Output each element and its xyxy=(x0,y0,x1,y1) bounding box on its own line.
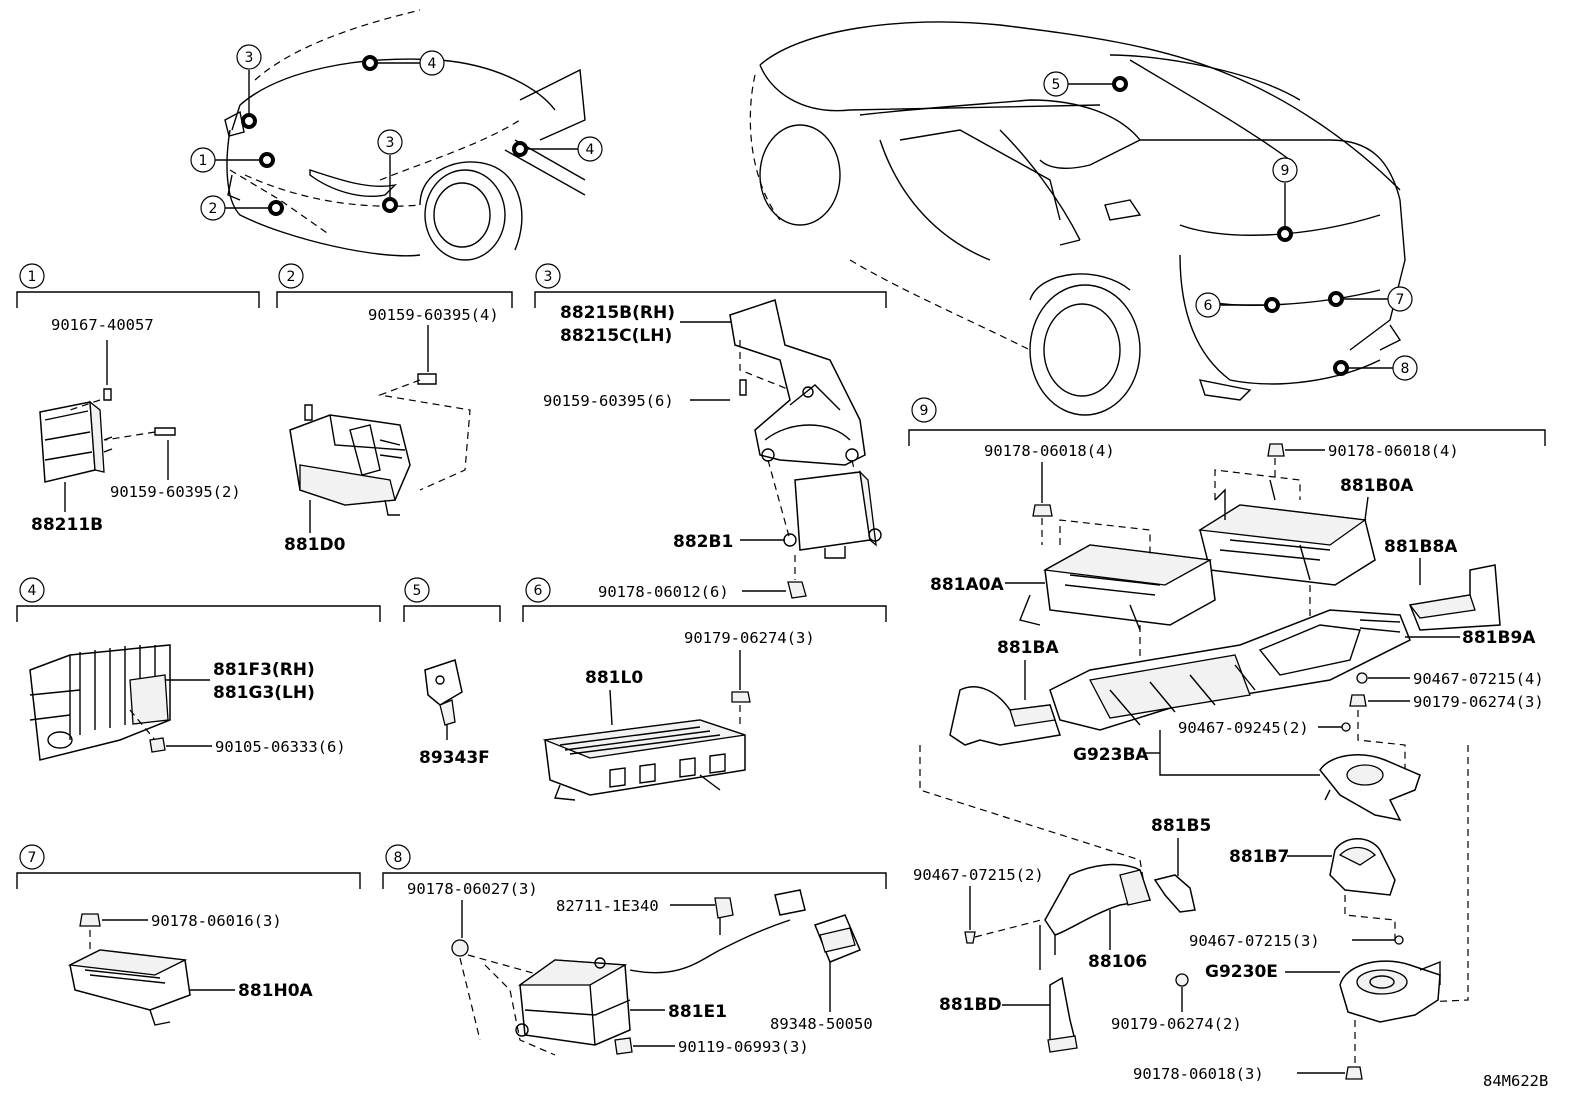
callout-5: 5 xyxy=(1052,77,1061,93)
callout-4a: 4 xyxy=(428,56,437,72)
part-number-881A0A: 881A0A xyxy=(930,575,1004,595)
section-2-number: 2 xyxy=(287,269,296,285)
part-number-90178-06012-6: 90178-06012(6) xyxy=(598,583,729,601)
callout-8: 8 xyxy=(1401,361,1410,377)
part-number-881BD: 881BD xyxy=(939,995,1002,1015)
part-number-G9230E: G9230E xyxy=(1205,962,1278,982)
front-car-view: 3 4 1 2 3 4 xyxy=(190,9,603,261)
part-number-89348-50050: 89348-50050 xyxy=(770,1015,873,1033)
section-9-number: 9 xyxy=(920,403,929,419)
part-number-881B8A: 881B8A xyxy=(1384,537,1458,557)
part-number-90159-60395-4: 90159-60395(4) xyxy=(368,306,499,324)
part-number-881B9A: 881B9A xyxy=(1462,628,1536,648)
part-G923BA-drawing[interactable] xyxy=(1319,754,1421,822)
part-881B5-drawing[interactable] xyxy=(1153,874,1196,913)
part-number-881F3-RH: 881F3(RH) xyxy=(213,660,315,680)
callout-7: 7 xyxy=(1396,292,1405,308)
part-number-88211B: 88211B xyxy=(31,515,103,535)
section-5: 5 89343F xyxy=(403,577,501,768)
part-881B8A-duct-drawing[interactable] xyxy=(1408,564,1501,631)
part-number-90179-06274-3: 90179-06274(3) xyxy=(684,629,815,647)
part-number-90178-06018-4-right: 90178-06018(4) xyxy=(1328,442,1459,460)
section-6-number: 6 xyxy=(534,583,543,599)
part-air-duct-main-drawing[interactable] xyxy=(1049,609,1411,731)
section-8-number: 8 xyxy=(394,850,403,866)
part-number-881D0: 881D0 xyxy=(284,535,346,555)
part-881E1-drawing[interactable] xyxy=(515,957,631,1046)
section-3-number: 3 xyxy=(544,269,553,285)
callout-3b: 3 xyxy=(386,135,395,151)
part-number-90167-40057: 90167-40057 xyxy=(51,316,154,334)
part-881L0-drawing[interactable] xyxy=(542,719,746,801)
part-number-881B5: 881B5 xyxy=(1151,816,1211,836)
part-881B0A-drawing[interactable] xyxy=(1198,479,1376,586)
section-2: 2 90159-60395(4) 881D0 xyxy=(276,263,513,555)
part-number-90178-06016-3: 90178-06016(3) xyxy=(151,912,282,930)
part-882B1-drawing[interactable] xyxy=(783,470,882,559)
part-881F3-drawing[interactable] xyxy=(29,644,171,761)
part-number-90119-06993-3: 90119-06993(3) xyxy=(678,1038,809,1056)
section-7: 7 90178-06016(3) 881H0A xyxy=(16,844,361,1026)
part-number-G923BA: G923BA xyxy=(1073,745,1149,765)
part-881H0A-drawing[interactable] xyxy=(67,949,191,1026)
part-881D0-drawing[interactable] xyxy=(289,404,411,516)
part-88215B-bracket-drawing[interactable] xyxy=(729,299,866,466)
section-3: 3 88215B(RH) 88215C(LH) 90159-60395(6) 8… xyxy=(534,263,887,601)
part-number-881H0A: 881H0A xyxy=(238,981,314,1001)
part-number-881B7: 881B7 xyxy=(1229,847,1289,867)
part-881B7-duct-drawing[interactable] xyxy=(1329,838,1396,896)
part-89343F-drawing[interactable] xyxy=(424,659,463,726)
callout-2: 2 xyxy=(209,201,218,217)
part-number-90179-06274-3-b: 90179-06274(3) xyxy=(1413,693,1544,711)
part-89348-50050-sensor-drawing[interactable] xyxy=(774,889,861,963)
section-4-number: 4 xyxy=(28,583,37,599)
section-5-number: 5 xyxy=(413,583,422,599)
section-7-number: 7 xyxy=(28,850,37,866)
part-number-881G3-LH: 881G3(LH) xyxy=(213,683,315,703)
section-6: 6 90179-06274(3) 881L0 xyxy=(522,577,887,801)
callout-1: 1 xyxy=(199,153,208,169)
part-number-90467-07215-4: 90467-07215(4) xyxy=(1413,670,1544,688)
part-G9230E-blower-drawing[interactable] xyxy=(1339,960,1441,1023)
callout-9: 9 xyxy=(1281,163,1290,179)
part-number-90178-06018-3: 90178-06018(3) xyxy=(1133,1065,1264,1083)
part-881BD-duct-drawing[interactable] xyxy=(1047,976,1078,1053)
part-number-881BA: 881BA xyxy=(997,638,1059,658)
callout-6: 6 xyxy=(1204,298,1213,314)
callout-4b: 4 xyxy=(586,142,595,158)
part-number-89343F: 89343F xyxy=(419,748,490,768)
part-number-88215C-LH: 88215C(LH) xyxy=(560,326,672,346)
part-number-90159-60395-6: 90159-60395(6) xyxy=(543,392,674,410)
part-881BA-duct-drawing[interactable] xyxy=(949,686,1061,746)
part-number-82711-1E340: 82711-1E340 xyxy=(556,897,659,915)
section-8: 8 90178-06027(3) 82711-1E340 89348-50050… xyxy=(382,844,887,1056)
part-number-90467-09245-2: 90467-09245(2) xyxy=(1178,719,1309,737)
section-4: 4 881F3(RH) 881G3(LH) 90105-06333(6) xyxy=(16,577,381,761)
part-number-90179-06274-2: 90179-06274(2) xyxy=(1111,1015,1242,1033)
rear-car-view: 5 9 6 7 8 xyxy=(749,21,1418,416)
part-number-90178-06027-3: 90178-06027(3) xyxy=(407,880,538,898)
part-number-90159-60395-2: 90159-60395(2) xyxy=(110,483,241,501)
section-9: 9 90178-06018(4) 90178-06018(4) 881B0A 8… xyxy=(908,397,1546,1083)
part-88211B-drawing[interactable] xyxy=(39,400,113,483)
callout-3a: 3 xyxy=(245,50,254,66)
part-number-90105-06333-6: 90105-06333(6) xyxy=(215,738,346,756)
part-number-882B1: 882B1 xyxy=(673,532,733,552)
section-1-number: 1 xyxy=(28,269,37,285)
part-number-88106: 88106 xyxy=(1088,952,1147,972)
part-88106-duct-drawing[interactable] xyxy=(1039,863,1151,970)
part-number-881E1: 881E1 xyxy=(668,1002,727,1022)
section-1: 1 90167-40057 90159-60395(2) 88211B xyxy=(16,263,260,535)
part-number-881L0: 881L0 xyxy=(585,668,643,688)
diagram-id: 84M622B xyxy=(1483,1072,1548,1090)
part-number-90467-07215-2: 90467-07215(2) xyxy=(913,866,1044,884)
part-881A0A-drawing[interactable] xyxy=(1019,544,1216,631)
part-number-881B0A: 881B0A xyxy=(1340,476,1414,496)
part-number-90467-07215-3: 90467-07215(3) xyxy=(1189,932,1320,950)
part-number-90178-06018-4-left: 90178-06018(4) xyxy=(984,442,1115,460)
part-number-88215B-RH: 88215B(RH) xyxy=(560,303,675,323)
